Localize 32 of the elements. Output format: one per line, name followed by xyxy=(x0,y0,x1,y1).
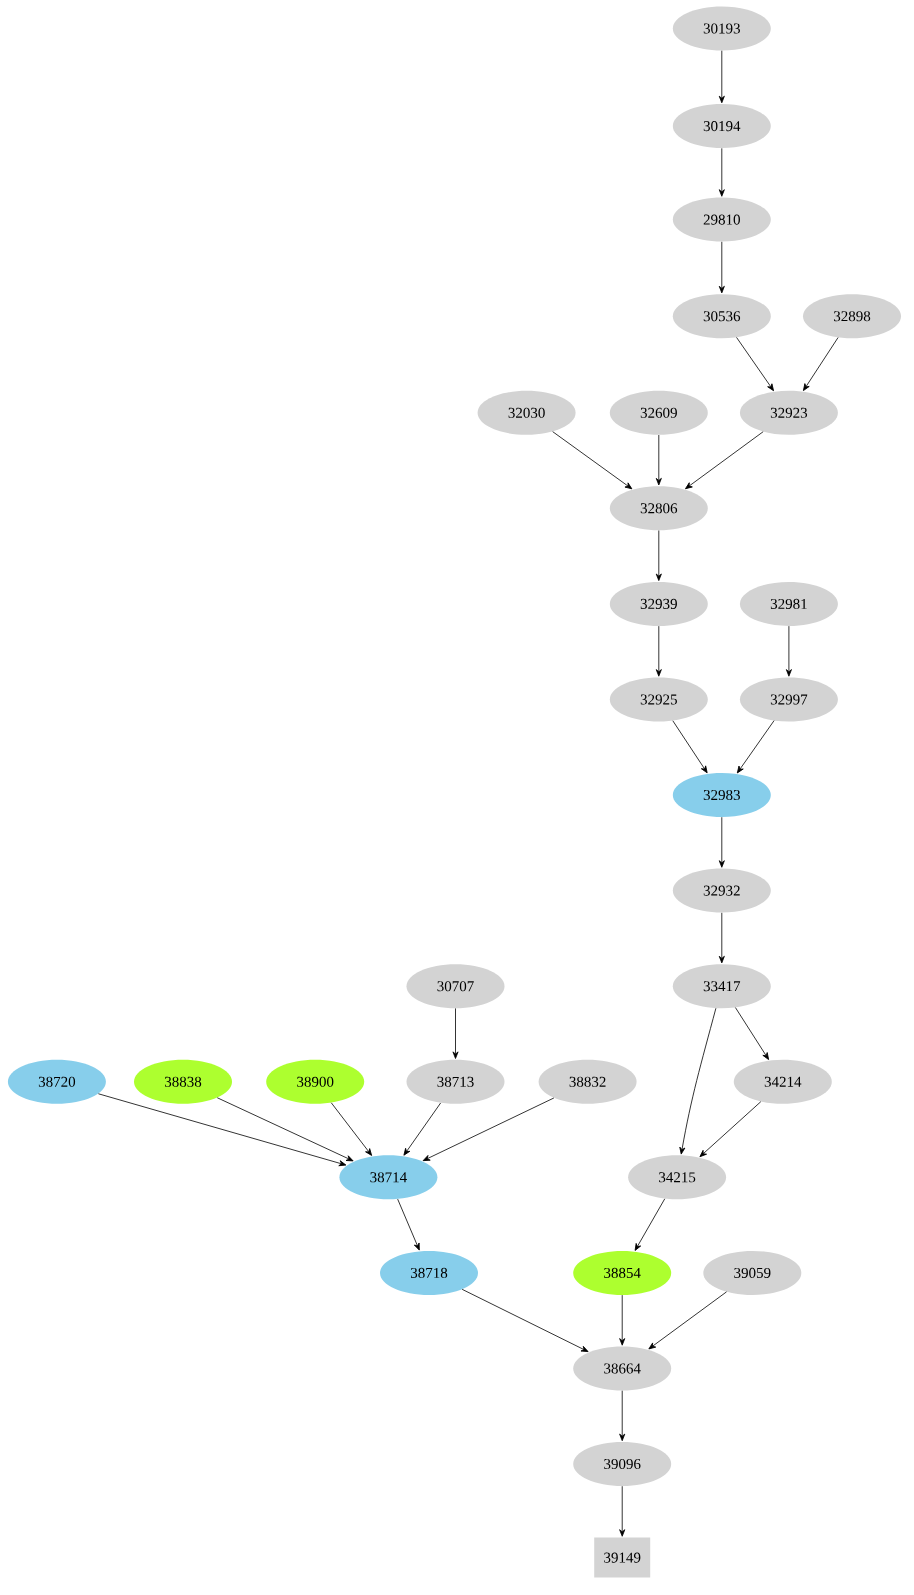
arrow xyxy=(619,1390,626,1442)
arrow xyxy=(648,1291,727,1350)
arrow xyxy=(452,1008,459,1059)
arrow xyxy=(655,530,662,581)
arrow xyxy=(634,1198,666,1251)
arrow xyxy=(619,1485,626,1537)
arrow xyxy=(718,50,725,104)
arrow xyxy=(461,1288,589,1352)
arrow xyxy=(736,337,774,392)
arrow xyxy=(685,431,764,490)
arrow xyxy=(718,147,725,197)
arrow xyxy=(718,912,725,964)
arrow xyxy=(679,1007,717,1155)
arrow xyxy=(403,1102,442,1156)
arrow xyxy=(422,1097,555,1162)
arrow xyxy=(785,625,792,677)
arrow xyxy=(97,1093,347,1167)
arrow xyxy=(397,1198,420,1251)
arrow xyxy=(803,337,839,391)
arrow xyxy=(718,241,725,294)
arrow xyxy=(655,434,662,486)
arrow xyxy=(699,1101,762,1158)
arrow xyxy=(216,1097,354,1162)
arrow xyxy=(718,816,725,868)
arrow xyxy=(655,625,662,677)
arrow xyxy=(619,1294,626,1346)
arrow xyxy=(735,1007,769,1060)
arrow xyxy=(552,431,633,490)
arrow xyxy=(330,1102,373,1156)
arrow xyxy=(672,720,708,774)
process-box: 39149 xyxy=(594,1537,651,1578)
arrow xyxy=(736,720,775,774)
